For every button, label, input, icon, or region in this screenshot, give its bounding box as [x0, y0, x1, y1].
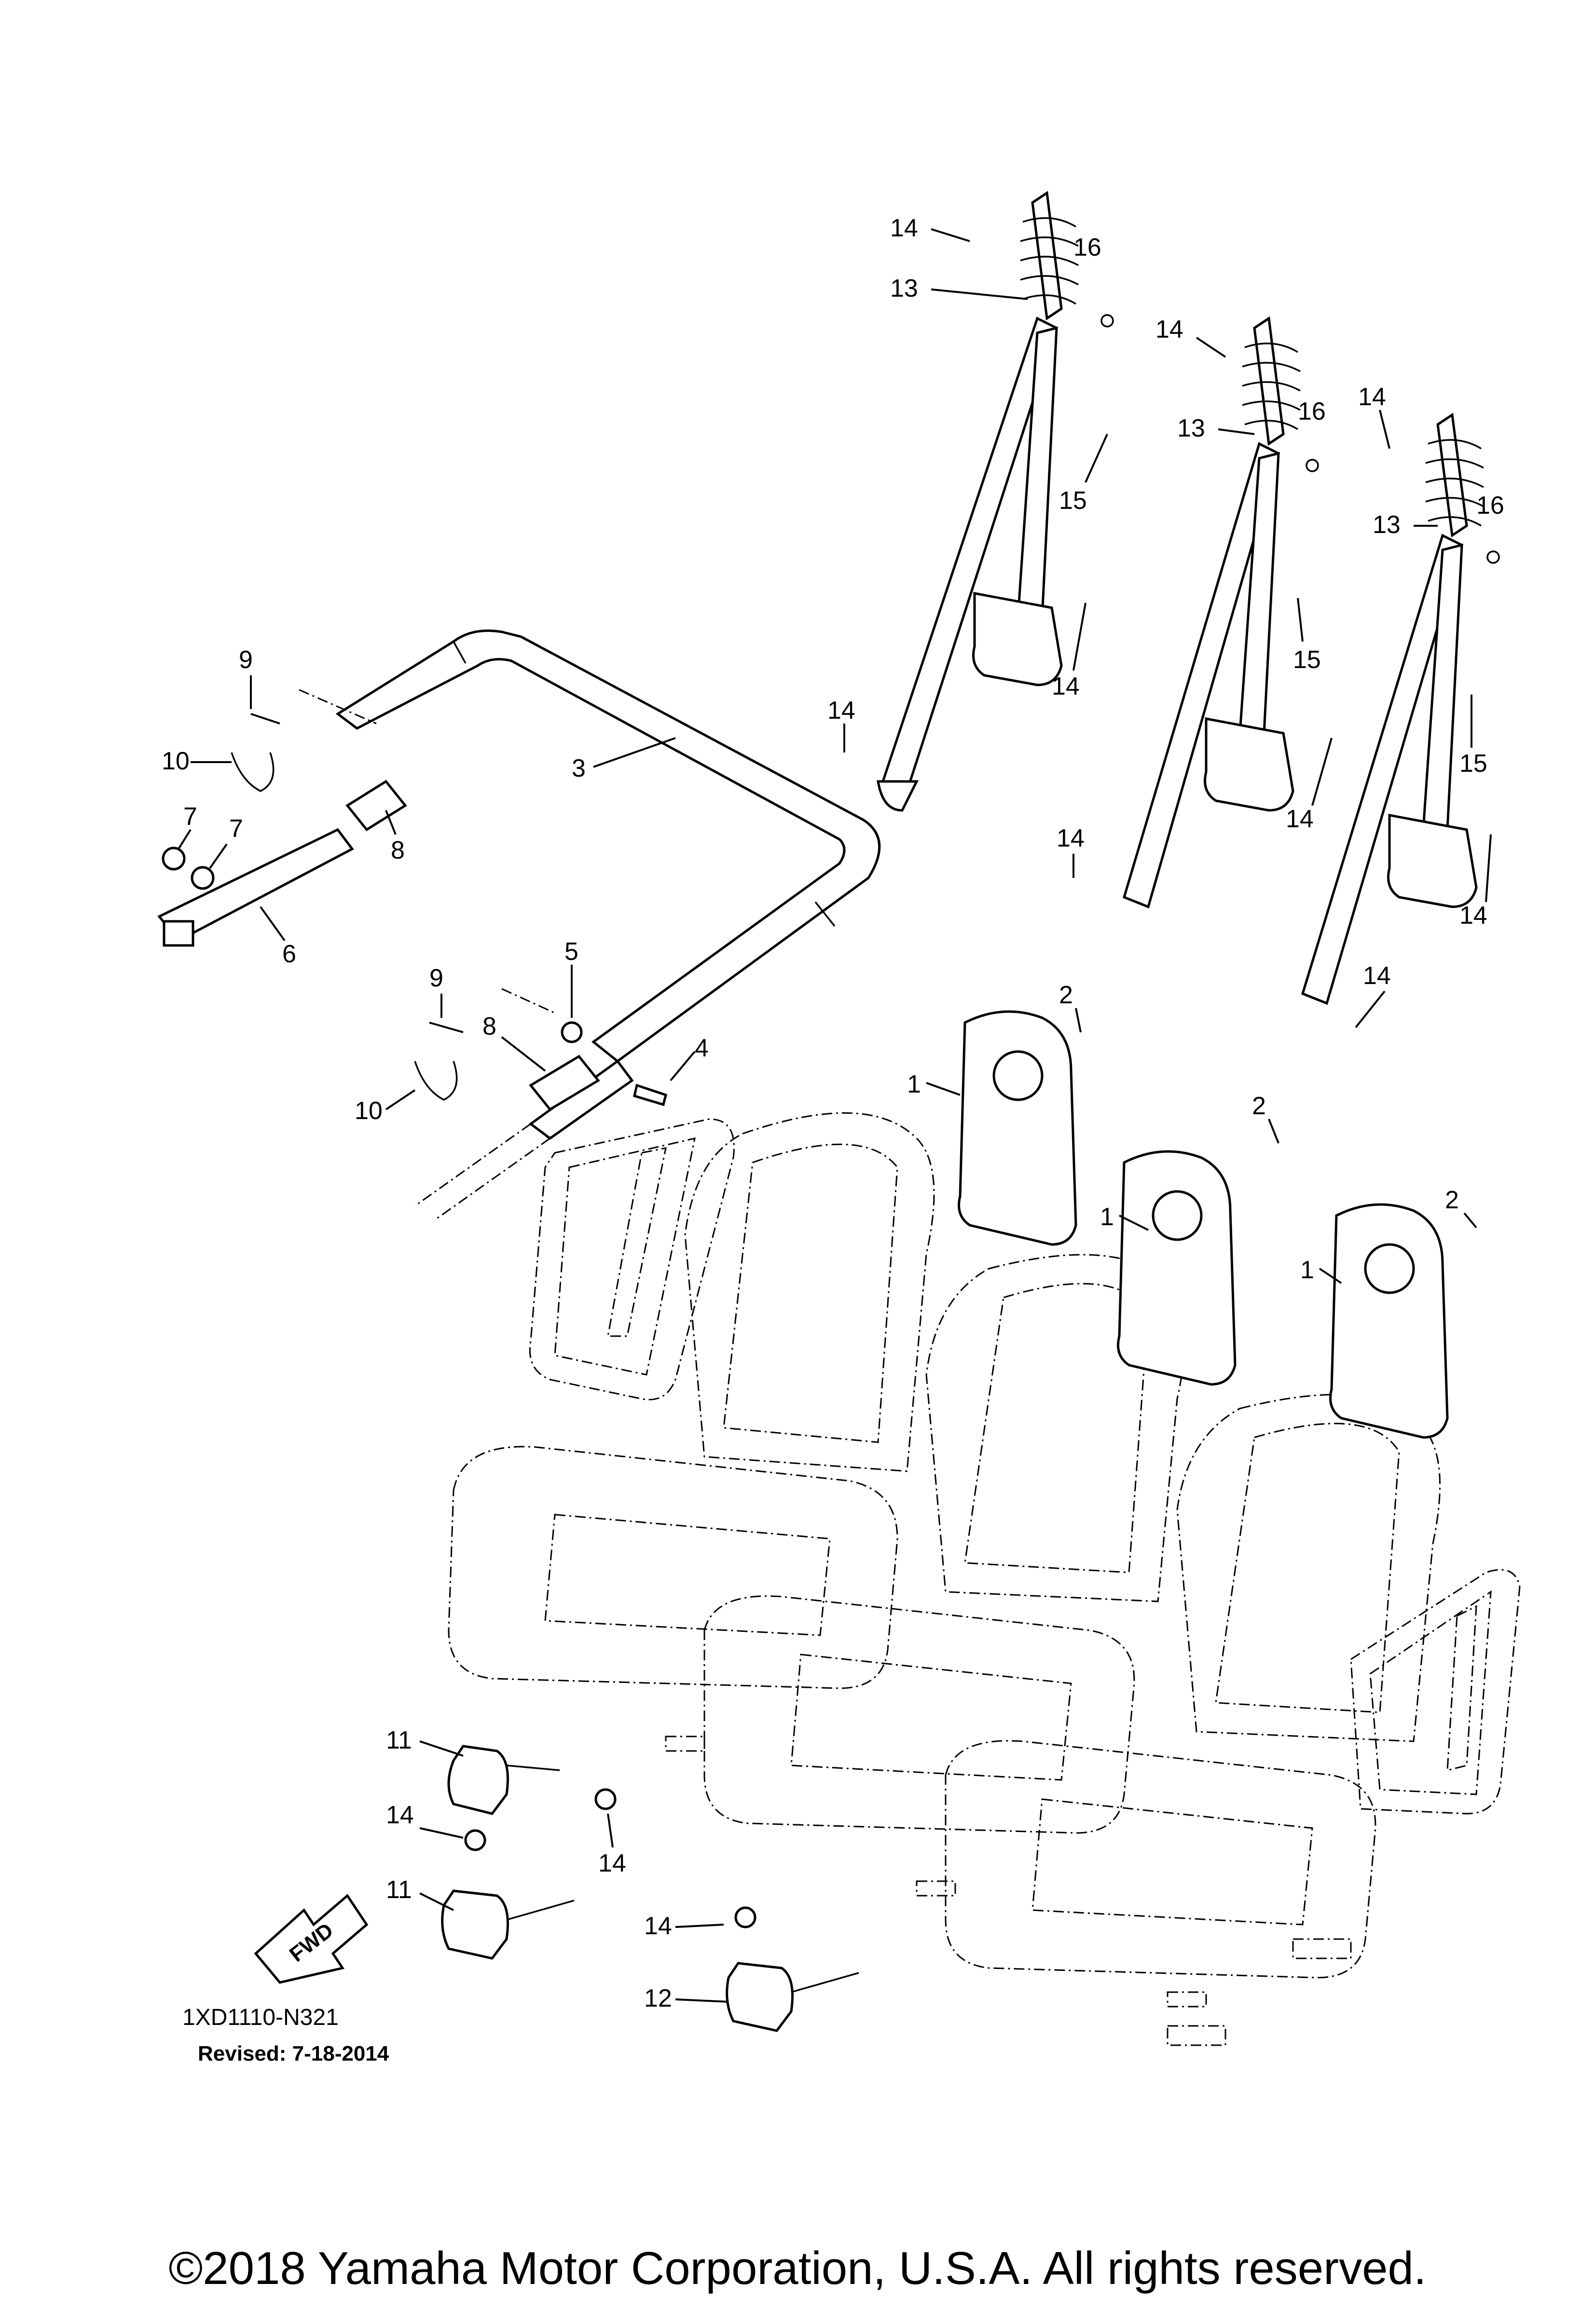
callout-9-a: 9 [239, 646, 253, 674]
callout-9-b: 9 [429, 964, 443, 992]
callout-14-e: 14 [1286, 805, 1314, 833]
callout-8-a: 8 [391, 836, 405, 864]
callout-15-a: 15 [1059, 487, 1087, 515]
seat-belts [877, 191, 1484, 1005]
callouts: 14 13 16 15 14 14 14 13 16 15 14 14 [162, 214, 1504, 2012]
callout-14-h: 14 [1459, 902, 1487, 930]
roll-bar [157, 629, 881, 1221]
callout-14-c: 14 [827, 697, 855, 725]
callout-11-a: 11 [386, 1726, 412, 1754]
callout-14-i: 14 [1363, 962, 1391, 990]
callout-1-a: 1 [907, 1070, 921, 1098]
callout-5: 5 [564, 938, 578, 966]
callout-10-a: 10 [162, 747, 190, 775]
callout-6: 6 [282, 940, 296, 968]
headrests [958, 1010, 1449, 1439]
seats-phantom [448, 1112, 1521, 2046]
callout-14-f: 14 [1057, 824, 1085, 852]
callout-1-c: 1 [1300, 1256, 1314, 1284]
callout-7-a: 7 [183, 803, 197, 831]
copyright: ©2018 Yamaha Motor Corporation, U.S.A. A… [168, 2242, 1426, 2294]
part-code: 1XD1110-N321 [182, 2005, 339, 2030]
callout-15-c: 15 [1459, 750, 1487, 778]
fwd-arrow: FWD [254, 1894, 369, 1984]
callout-16-b: 16 [1298, 397, 1326, 425]
callout-14-d: 14 [1155, 315, 1183, 343]
revised-date: Revised: 7-18-2014 [198, 2042, 389, 2065]
callout-14-b: 14 [1052, 672, 1080, 700]
callout-14-g: 14 [1358, 383, 1386, 411]
callout-12: 12 [644, 1984, 672, 2012]
callout-2-b: 2 [1252, 1092, 1266, 1120]
callout-16-a: 16 [1073, 233, 1101, 261]
callout-7-b: 7 [229, 815, 243, 843]
callout-8-b: 8 [482, 1012, 496, 1040]
callout-10-b: 10 [355, 1097, 383, 1125]
callout-13-c: 13 [1373, 511, 1401, 539]
callout-13-a: 13 [890, 274, 918, 302]
callout-14-k: 14 [386, 1801, 414, 1829]
callout-13-b: 13 [1177, 414, 1205, 442]
callout-16-c: 16 [1476, 492, 1504, 519]
callout-14-a: 14 [890, 214, 918, 242]
callout-15-b: 15 [1293, 646, 1321, 674]
callout-11-b: 11 [386, 1876, 412, 1904]
callout-2-a: 2 [1059, 981, 1073, 1009]
callout-2-c: 2 [1445, 1186, 1459, 1214]
callout-14-l: 14 [644, 1912, 672, 1940]
callout-3: 3 [572, 754, 586, 782]
callout-1-b: 1 [1100, 1203, 1114, 1231]
callout-4: 4 [695, 1034, 709, 1062]
callout-14-j: 14 [598, 1849, 626, 1877]
buckles [441, 1745, 859, 2032]
